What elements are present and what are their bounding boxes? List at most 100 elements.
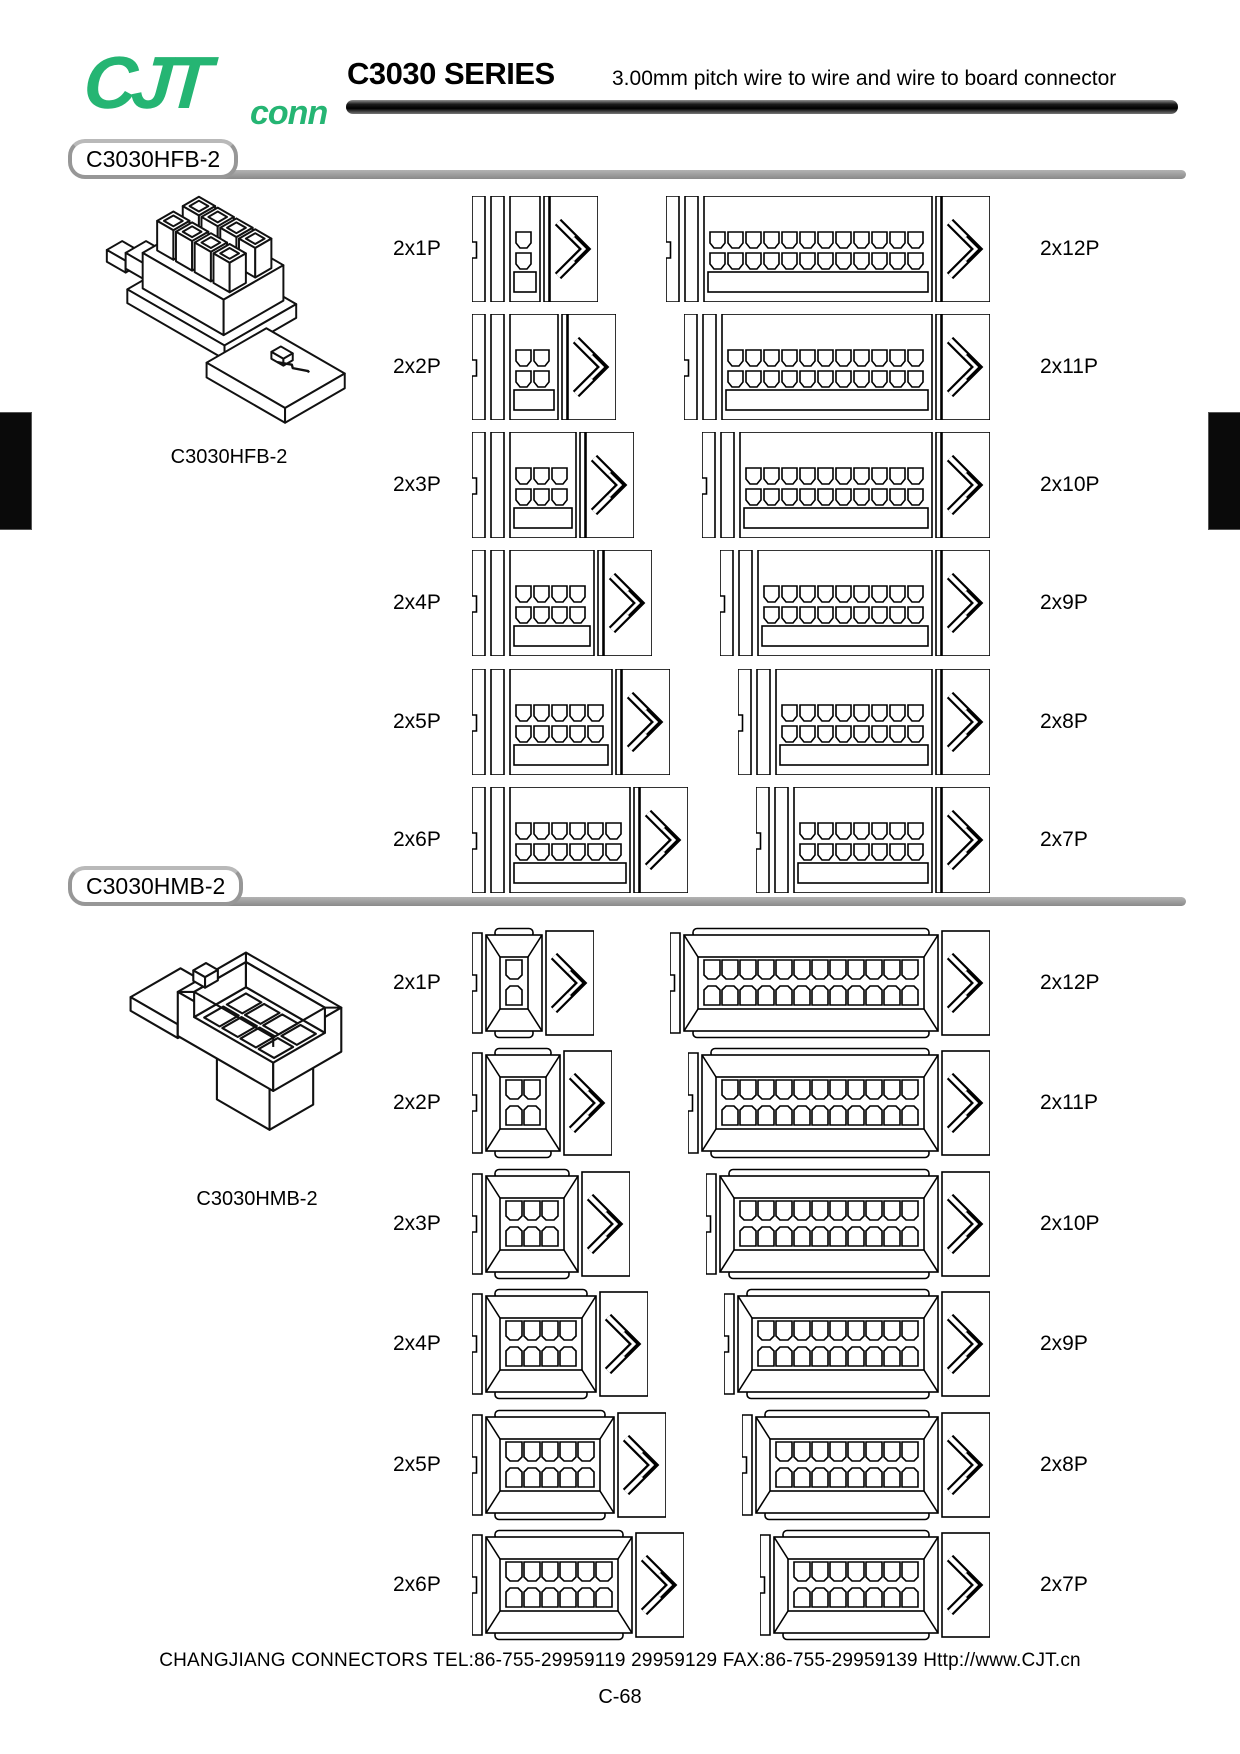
female-connector-front-view — [720, 550, 990, 656]
connector-row: 2x6P 2x7P — [0, 1529, 1240, 1641]
male-connector-front-view — [472, 1288, 648, 1400]
male-connector-front-view — [742, 1409, 990, 1521]
row-label-right: 2x11P — [1040, 1091, 1098, 1114]
page-index-tab-right — [1208, 412, 1240, 530]
male-connector-front-view — [472, 1168, 630, 1280]
row-label-left: 2x2P — [393, 1091, 441, 1114]
latch-arrow-icon — [946, 336, 984, 398]
row-label-left: 2x3P — [393, 473, 441, 496]
footer-contact-line: CHANGJIANG CONNECTORS TEL:86-755-2995911… — [159, 1650, 1081, 1671]
latch-arrow-icon — [572, 336, 610, 398]
male-connector-front-view — [472, 927, 594, 1039]
female-connector-front-view — [702, 432, 990, 538]
row-label-left: 2x3P — [393, 1212, 441, 1235]
row-label-left: 2x6P — [393, 828, 441, 851]
latch-arrow-icon — [946, 1193, 984, 1255]
female-connector-front-view — [472, 314, 616, 420]
row-label-left: 2x4P — [393, 1332, 441, 1355]
male-connector-front-view — [760, 1529, 990, 1641]
page-number: C-68 — [598, 1686, 642, 1708]
series-title: C3030 SERIES — [347, 56, 555, 91]
row-label-right: 2x12P — [1040, 237, 1100, 260]
row-label-left: 2x1P — [393, 237, 441, 260]
row-label-left: 2x5P — [393, 710, 441, 733]
male-connector-front-view — [472, 1409, 666, 1521]
male-connector-front-view — [472, 1529, 684, 1641]
female-connector-front-view — [756, 787, 990, 893]
row-label-left: 2x4P — [393, 591, 441, 614]
connector-row: 2x6P 2x7P — [0, 787, 1240, 893]
female-connector-front-view — [472, 669, 670, 775]
latch-arrow-icon — [946, 952, 984, 1014]
female-connector-front-view — [666, 196, 990, 302]
connector-row: 2x1P 2x12P — [0, 927, 1240, 1039]
connector-row: 2x3P 2x10P — [0, 1168, 1240, 1280]
latch-arrow-icon — [640, 1554, 678, 1616]
connector-row: 2x2P 2x11P — [0, 314, 1240, 420]
section-badge-bar — [160, 170, 1186, 179]
latch-arrow-icon — [608, 572, 646, 634]
latch-arrow-icon — [946, 1434, 984, 1496]
latch-arrow-icon — [946, 218, 984, 280]
connector-row: 2x5P 2x8P — [0, 669, 1240, 775]
latch-arrow-icon — [946, 1072, 984, 1134]
latch-arrow-icon — [946, 809, 984, 871]
male-connector-front-view — [688, 1047, 990, 1159]
row-label-right: 2x12P — [1040, 971, 1100, 994]
row-label-right: 2x7P — [1040, 1573, 1088, 1596]
female-connector-isometric-drawing — [105, 195, 346, 424]
latch-arrow-icon — [626, 691, 664, 753]
row-label-right: 2x8P — [1040, 1453, 1088, 1476]
row-label-right: 2x9P — [1040, 1332, 1088, 1355]
header-rule — [346, 100, 1178, 114]
male-connector-front-view — [670, 927, 990, 1039]
latch-arrow-icon — [604, 1313, 642, 1375]
latch-arrow-icon — [590, 454, 628, 516]
connector-row: 2x1P 2x12P — [0, 196, 1240, 302]
male-connector-isometric-drawing — [129, 951, 343, 1131]
iso-caption-hmb: C3030HMB-2 — [196, 1188, 318, 1210]
row-label-right: 2x9P — [1040, 591, 1088, 614]
latch-arrow-icon — [550, 952, 588, 1014]
connector-row: 2x2P 2x11P — [0, 1047, 1240, 1159]
connector-row: 2x5P 2x8P — [0, 1409, 1240, 1521]
male-connector-front-view — [724, 1288, 990, 1400]
page-index-tab-left — [0, 412, 32, 530]
row-label-right: 2x11P — [1040, 355, 1098, 378]
iso-drawing-hfb — [96, 186, 354, 434]
latch-arrow-icon — [644, 809, 682, 871]
male-connector-front-view — [706, 1168, 990, 1280]
iso-caption-hfb: C3030HFB-2 — [170, 446, 288, 468]
row-label-right: 2x10P — [1040, 1212, 1100, 1235]
latch-arrow-icon — [946, 572, 984, 634]
latch-arrow-icon — [568, 1072, 606, 1134]
cjt-logo: CJT — [81, 41, 209, 124]
latch-arrow-icon — [946, 691, 984, 753]
latch-arrow-icon — [554, 218, 592, 280]
section-badge-hfb: C3030HFB-2 — [68, 139, 239, 179]
cjt-logo-sub: conn — [250, 94, 328, 132]
row-label-left: 2x2P — [393, 355, 441, 378]
female-connector-front-view — [738, 669, 990, 775]
latch-arrow-icon — [946, 1554, 984, 1616]
row-label-right: 2x8P — [1040, 710, 1088, 733]
row-label-right: 2x7P — [1040, 828, 1088, 851]
female-connector-front-view — [472, 196, 598, 302]
female-connector-front-view — [472, 550, 652, 656]
connector-row: 2x4P 2x9P — [0, 550, 1240, 656]
row-label-left: 2x6P — [393, 1573, 441, 1596]
section-badge-hmb: C3030HMB-2 — [68, 866, 244, 906]
male-connector-front-view — [472, 1047, 612, 1159]
row-label-left: 2x1P — [393, 971, 441, 994]
series-subtitle: 3.00mm pitch wire to wire and wire to bo… — [612, 67, 1117, 90]
section-badge-bar — [160, 897, 1186, 906]
female-connector-front-view — [472, 787, 688, 893]
iso-drawing-hmb — [118, 924, 376, 1172]
female-connector-front-view — [472, 432, 634, 538]
row-label-left: 2x5P — [393, 1453, 441, 1476]
latch-arrow-icon — [622, 1434, 660, 1496]
latch-arrow-icon — [946, 454, 984, 516]
latch-arrow-icon — [946, 1313, 984, 1375]
